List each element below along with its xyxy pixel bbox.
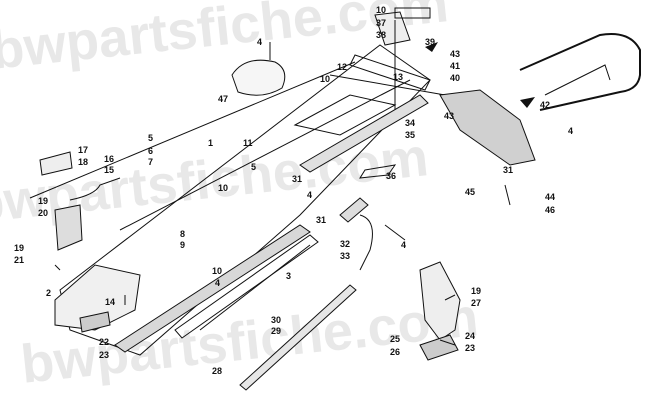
- callout-20: 20: [38, 208, 49, 218]
- callout-10c: 10: [218, 183, 229, 193]
- crossbar-28: [239, 284, 357, 391]
- callout-24: 24: [465, 331, 476, 341]
- callout-32: 32: [340, 239, 351, 249]
- callout-36: 36: [386, 171, 397, 181]
- callout-4e: 4: [568, 126, 574, 136]
- callout-45: 45: [465, 187, 476, 197]
- tunnel-rear-edge: [329, 74, 446, 96]
- reference-line-1: [29, 61, 356, 199]
- snowflap: [439, 89, 536, 166]
- footrest-32: [339, 197, 369, 223]
- callout-33: 33: [340, 251, 351, 261]
- step-22: [79, 311, 111, 333]
- callout-4c: 4: [215, 278, 221, 288]
- callout-25: 25: [390, 334, 401, 344]
- callout-6: 6: [148, 146, 154, 156]
- step-plate: [419, 334, 459, 361]
- callout-23b: 23: [465, 343, 476, 353]
- heat-exchanger: [299, 94, 429, 173]
- hose-16: [69, 177, 121, 201]
- callout-47: 47: [218, 94, 229, 104]
- callout-30: 30: [271, 315, 282, 325]
- callout-16: 16: [104, 154, 115, 164]
- callout-15: 15: [104, 165, 115, 175]
- callout-39: 39: [425, 37, 436, 47]
- callout-13: 13: [393, 72, 404, 82]
- tunnel-outline: [59, 44, 431, 356]
- bracket-17: [39, 151, 73, 176]
- running-board-left: [114, 224, 311, 353]
- callout-37: 37: [376, 18, 387, 28]
- tunnel-top-edge: [119, 79, 411, 231]
- callout-12: 12: [337, 62, 348, 72]
- arrow-13: [425, 42, 438, 52]
- callout-31c: 31: [503, 165, 514, 175]
- callout-9: 9: [180, 240, 186, 250]
- callout-21: 21: [14, 255, 25, 265]
- callout-10a: 10: [376, 5, 387, 15]
- callout-7: 7: [148, 157, 154, 167]
- callout-43b: 43: [444, 111, 455, 121]
- callout-29: 29: [271, 326, 282, 336]
- callout-10d: 10: [212, 266, 223, 276]
- callout-31b: 31: [316, 215, 327, 225]
- callout-44: 44: [545, 192, 556, 202]
- hitch-plate: [394, 7, 431, 19]
- callout-19c: 19: [471, 286, 482, 296]
- callout-27: 27: [471, 298, 482, 308]
- callout-42: 42: [540, 100, 551, 110]
- arrow-42: [520, 97, 535, 108]
- bracket-36: [359, 164, 397, 179]
- footrest-bar-33: [359, 214, 373, 271]
- side-panel: [419, 261, 461, 341]
- callout-35: 35: [405, 130, 416, 140]
- callout-4b: 4: [307, 190, 313, 200]
- callout-46: 46: [545, 205, 556, 215]
- callout-2: 2: [46, 288, 52, 298]
- callout-10b: 10: [320, 74, 331, 84]
- callout-19a: 19: [38, 196, 49, 206]
- crossbar-30: [199, 244, 311, 331]
- callout-34: 34: [405, 118, 416, 128]
- callout-11: 11: [243, 138, 253, 148]
- callout-5b: 5: [251, 162, 257, 172]
- callout-4d: 4: [401, 240, 407, 250]
- callout-23a: 23: [99, 350, 110, 360]
- callout-38: 38: [376, 30, 387, 40]
- callout-3: 3: [286, 271, 292, 281]
- callout-41: 41: [450, 61, 461, 71]
- rear-bumper-inner: [544, 64, 611, 96]
- callout-22: 22: [99, 337, 110, 347]
- callout-31a: 31: [292, 174, 303, 184]
- callout-1: 1: [208, 138, 214, 148]
- callout-18: 18: [78, 157, 89, 167]
- bracket-20: [54, 204, 83, 251]
- tunnel-rear-panel: [349, 54, 431, 91]
- callout-43a: 43: [450, 49, 461, 59]
- callout-8: 8: [180, 229, 186, 239]
- rear-bumper: [519, 33, 641, 111]
- seat-pad: [231, 59, 286, 96]
- callout-5a: 5: [148, 133, 154, 143]
- hitch: [374, 11, 411, 46]
- callout-26: 26: [390, 347, 401, 357]
- callout-4a: 4: [257, 37, 263, 47]
- running-board-right: [174, 234, 319, 339]
- leader-lines: [54, 20, 511, 346]
- callout-40: 40: [450, 73, 461, 83]
- callout-14: 14: [105, 297, 116, 307]
- callout-17: 17: [78, 145, 89, 155]
- callout-19b: 19: [14, 243, 25, 253]
- front-chassis: [54, 264, 141, 331]
- callout-28: 28: [212, 366, 223, 376]
